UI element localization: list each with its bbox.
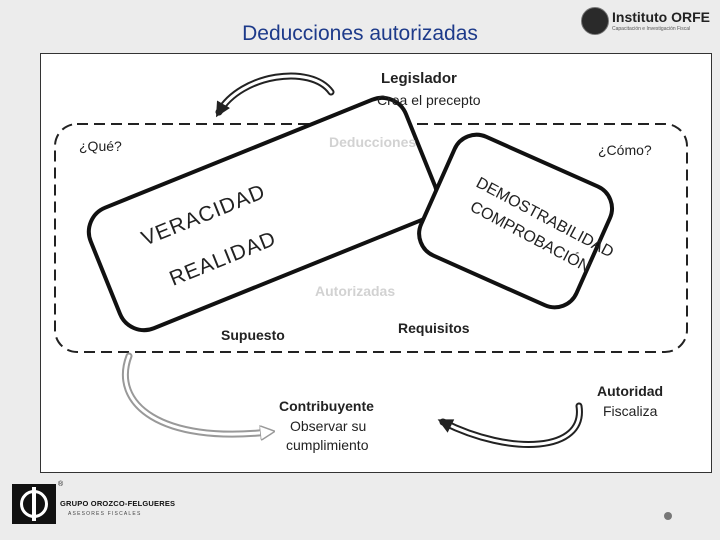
- logo-name: Instituto ORFE: [612, 9, 710, 25]
- firm-name: GRUPO OROZCO-FELGUERES: [60, 499, 176, 508]
- right-card: [417, 132, 614, 310]
- contribuyente-title: Contribuyente: [279, 398, 374, 414]
- orfe-seal-icon: [581, 7, 609, 35]
- legislador-title: Legislador: [381, 70, 457, 87]
- page-title: Deducciones autorizadas: [242, 22, 478, 45]
- contribuyente-arrow: [121, 352, 273, 438]
- contribuyente-line2: cumplimiento: [286, 437, 369, 453]
- que-label: ¿Qué?: [79, 138, 122, 154]
- requisitos-label: Requisitos: [398, 320, 470, 336]
- registered-mark: ®: [58, 481, 64, 488]
- grupo-orozco-logo: ® GRUPO OROZCO-FELGUERES ASESORES FISCAL…: [8, 481, 180, 527]
- firm-emblem-icon: [12, 484, 56, 524]
- autorizadas-label: Autorizadas: [315, 283, 396, 299]
- contribuyente-line1: Observar su: [290, 418, 367, 434]
- legislador-subtitle: Crea el precepto: [377, 92, 481, 108]
- deducciones-label: Deducciones: [329, 134, 417, 150]
- logo-tagline: Capacitación e Investigación Fiscal: [612, 26, 691, 32]
- slide-nav-dot[interactable]: [664, 512, 672, 520]
- left-card: [86, 95, 440, 333]
- supuesto-label: Supuesto: [221, 327, 285, 343]
- instituto-orfe-logo: Instituto ORFE Capacitación e Investigac…: [578, 4, 714, 38]
- autoridad-title: Autoridad: [597, 383, 664, 399]
- diagram-shapes: VERACIDAD REALIDAD DEMOSTRABILIDAD COMPR…: [54, 72, 688, 448]
- como-label: ¿Cómo?: [598, 142, 652, 158]
- autoridad-subtitle: Fiscaliza: [603, 403, 658, 419]
- diagram-canvas: VERACIDAD REALIDAD DEMOSTRABILIDAD COMPR…: [40, 53, 712, 473]
- firm-subtitle: ASESORES FISCALES: [68, 511, 142, 517]
